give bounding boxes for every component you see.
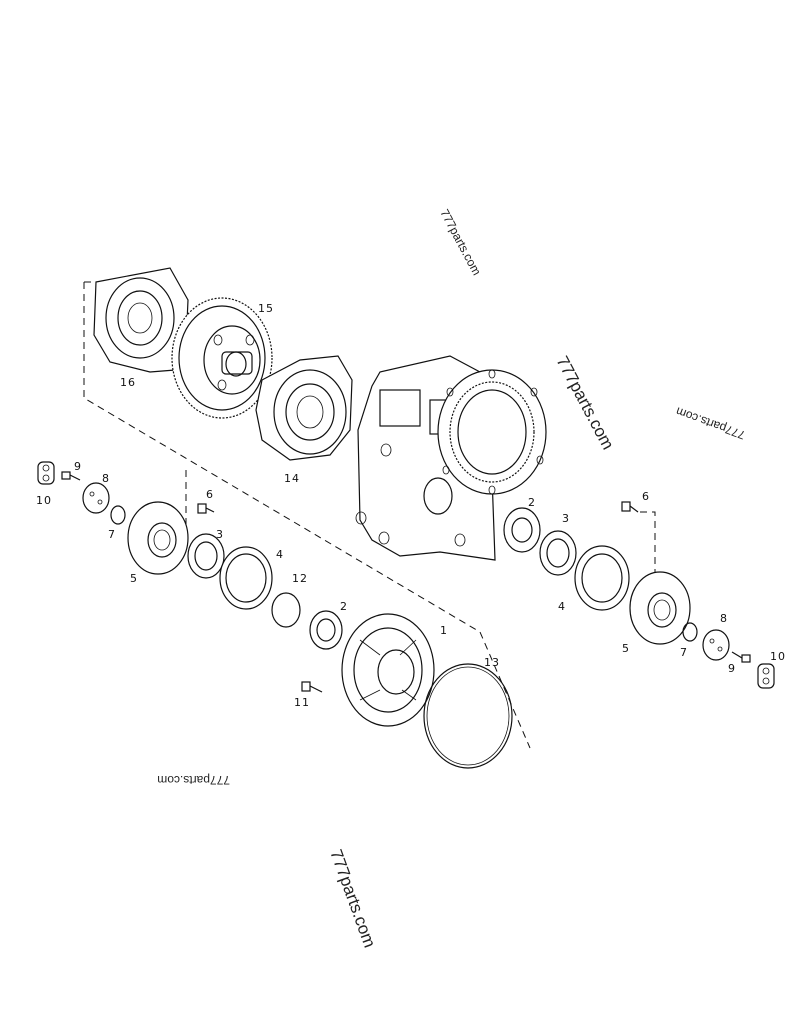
- callout-10: 10: [770, 650, 786, 663]
- callout-4: 4: [558, 600, 566, 613]
- part-3-right-seal: [539, 530, 577, 576]
- part-7-right-oring: [682, 622, 698, 642]
- part-8-right-cap: [702, 629, 730, 661]
- callout-9: 9: [74, 460, 82, 473]
- part-6-right-bolt: [621, 501, 639, 513]
- callout-5: 5: [130, 572, 138, 585]
- callout-6: 6: [206, 488, 214, 501]
- callout-2: 2: [340, 600, 348, 613]
- callout-8: 8: [720, 612, 728, 625]
- callout-6: 6: [642, 490, 650, 503]
- part-4-right-shim: [574, 545, 630, 611]
- callout-2: 2: [528, 496, 536, 509]
- part-3-left-seal: [187, 533, 225, 579]
- callout-7: 7: [108, 528, 116, 541]
- callout-8: 8: [102, 472, 110, 485]
- callout-7: 7: [680, 646, 688, 659]
- part-11-bolt: [301, 681, 323, 693]
- part-6-left-bolt: [197, 503, 215, 514]
- callout-5: 5: [622, 642, 630, 655]
- part-15-planet-gear: [171, 297, 273, 419]
- part-16-shield-plate: [93, 267, 189, 373]
- watermark-top: 777parts.com: [437, 207, 483, 278]
- part-9-left-bolt: [61, 471, 81, 481]
- callout-labels: 1 2 2 3 3 4 4 5 5 6 6 7 7 8 8 9 9 10 10 …: [36, 302, 786, 709]
- callout-3: 3: [562, 512, 570, 525]
- callout-14: 14: [284, 472, 300, 485]
- part-1-carrier-cover: [341, 613, 435, 727]
- callout-16: 16: [120, 376, 136, 389]
- part-5-left-flange: [127, 501, 189, 575]
- part-8-left-cap: [82, 482, 110, 514]
- part-14-shield-plate: [255, 355, 353, 461]
- part-4-left-shim: [219, 546, 273, 610]
- callout-1: 1: [440, 624, 448, 637]
- part-2-left-bearing: [309, 610, 343, 650]
- callout-10: 10: [36, 494, 52, 507]
- callout-9: 9: [728, 662, 736, 675]
- callout-15: 15: [258, 302, 274, 315]
- watermark-right: 777parts.com: [674, 404, 747, 442]
- main-housing: [355, 355, 547, 561]
- part-2-right-bearing: [503, 507, 541, 553]
- part-5-right-flange: [629, 571, 691, 645]
- callout-11: 11: [294, 696, 310, 709]
- callout-4: 4: [276, 548, 284, 561]
- part-10-right-lock-plate: [757, 663, 775, 689]
- callout-13: 13: [484, 656, 500, 669]
- callout-3: 3: [216, 528, 224, 541]
- assembly-guide-lines: [83, 281, 656, 749]
- watermark-middle: 777parts.com: [552, 353, 617, 453]
- part-10-left-lock-plate: [37, 461, 55, 485]
- part-13-oring: [423, 663, 513, 769]
- watermark-bottom-left: 777parts.com: [157, 773, 230, 787]
- part-12-snap-ring: [271, 592, 301, 628]
- watermark-bottom: 777parts.com: [326, 847, 379, 950]
- part-7-left-oring: [110, 505, 126, 525]
- callout-12: 12: [292, 572, 308, 585]
- part-9-right-bolt: [731, 651, 751, 663]
